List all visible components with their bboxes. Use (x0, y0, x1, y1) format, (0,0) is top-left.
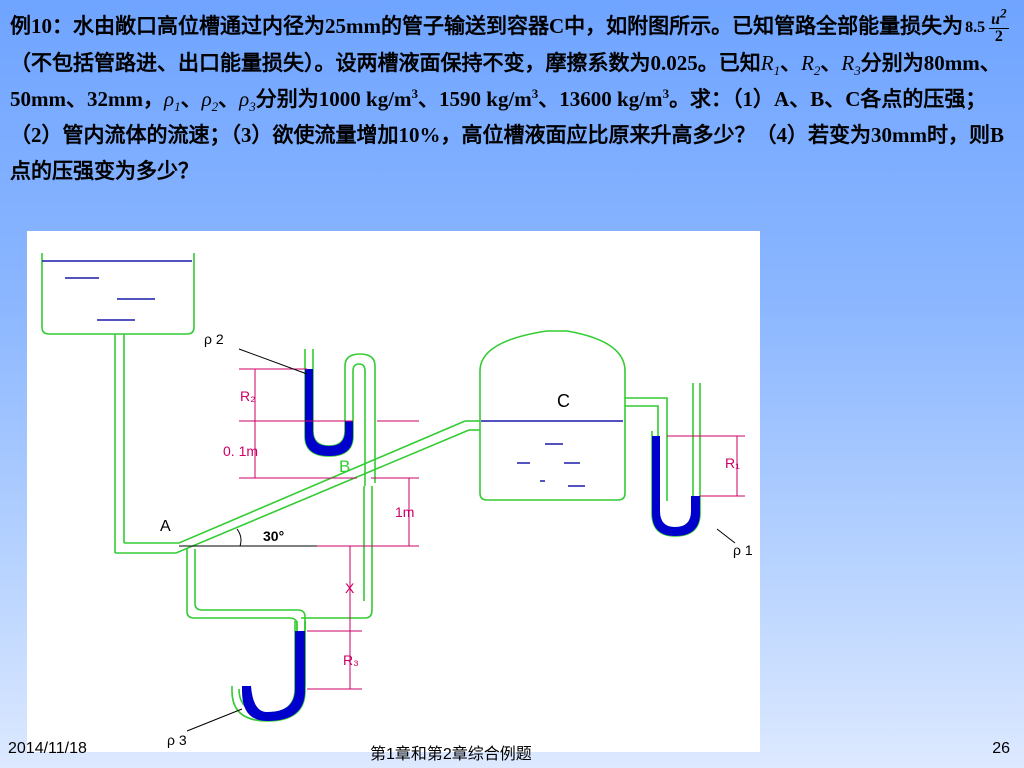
r1-symbol: R1 (760, 50, 781, 78)
label-rho1: ρ 1 (733, 542, 753, 558)
rho3-symbol: ρ3 (239, 86, 256, 114)
label-r3: R₃ (343, 652, 359, 668)
rho1-symbol: ρ1 (163, 86, 181, 114)
manometer-3-fluid (242, 631, 305, 721)
problem-text-3: 分别为80mm、50mm、32mm， (10, 50, 1001, 111)
problem-statement: 例10：水由敞口高位槽通过内径为25mm的管子输送到容器C中，如附图所示。已知管… (10, 5, 1009, 183)
problem-text-2: （不包括管路进、出口能量损失）。设两槽液面保持不变，摩擦系数为0.025。已知 (10, 50, 761, 75)
label-r1: R₁ (725, 455, 740, 471)
footer-page-number: 26 (992, 740, 1010, 757)
coef-label: 8.5 (965, 19, 986, 37)
container-c (479, 330, 626, 501)
problem-text-1: 例10：水由敞口高位槽通过内径为25mm的管子输送到容器C中，如附图所示。已知管… (10, 14, 964, 38)
label-rho3: ρ 3 (167, 732, 187, 748)
label-r2: R₂ (240, 388, 256, 404)
footer-date: 2014/11/18 (8, 740, 87, 757)
label-rho2: ρ 2 (204, 331, 224, 347)
label-30-degrees: 30° (263, 528, 284, 544)
label-c: C (557, 391, 570, 411)
r3-symbol: R3 (841, 50, 861, 78)
label-0-1m: 0. 1m (223, 443, 258, 459)
label-x: X (345, 580, 355, 596)
problem-text-5: 。求：（1）A、B、C各点的压强；（2）管内流体的流速；（3）欲使流量增加10%… (10, 86, 1004, 183)
footer-title: 第1章和第2章综合例题 (370, 746, 532, 763)
manometer-2-fluid (305, 369, 353, 456)
elevated-tank (41, 253, 195, 335)
pipeline-diagram: ρ 2 R₂ 0. 1m B A 30° 1m X R₃ ρ 3 C R₁ ρ … (27, 231, 760, 752)
inclined-pipe (115, 429, 470, 554)
label-b: B (339, 457, 350, 476)
r2-symbol: R2 (801, 50, 821, 78)
problem-text-4: 分别为1000 kg/m (255, 86, 412, 111)
label-1m: 1m (395, 504, 414, 520)
manometer-1-fluid (652, 436, 700, 536)
label-a: A (160, 518, 171, 535)
rho2-symbol: ρ2 (201, 86, 219, 114)
